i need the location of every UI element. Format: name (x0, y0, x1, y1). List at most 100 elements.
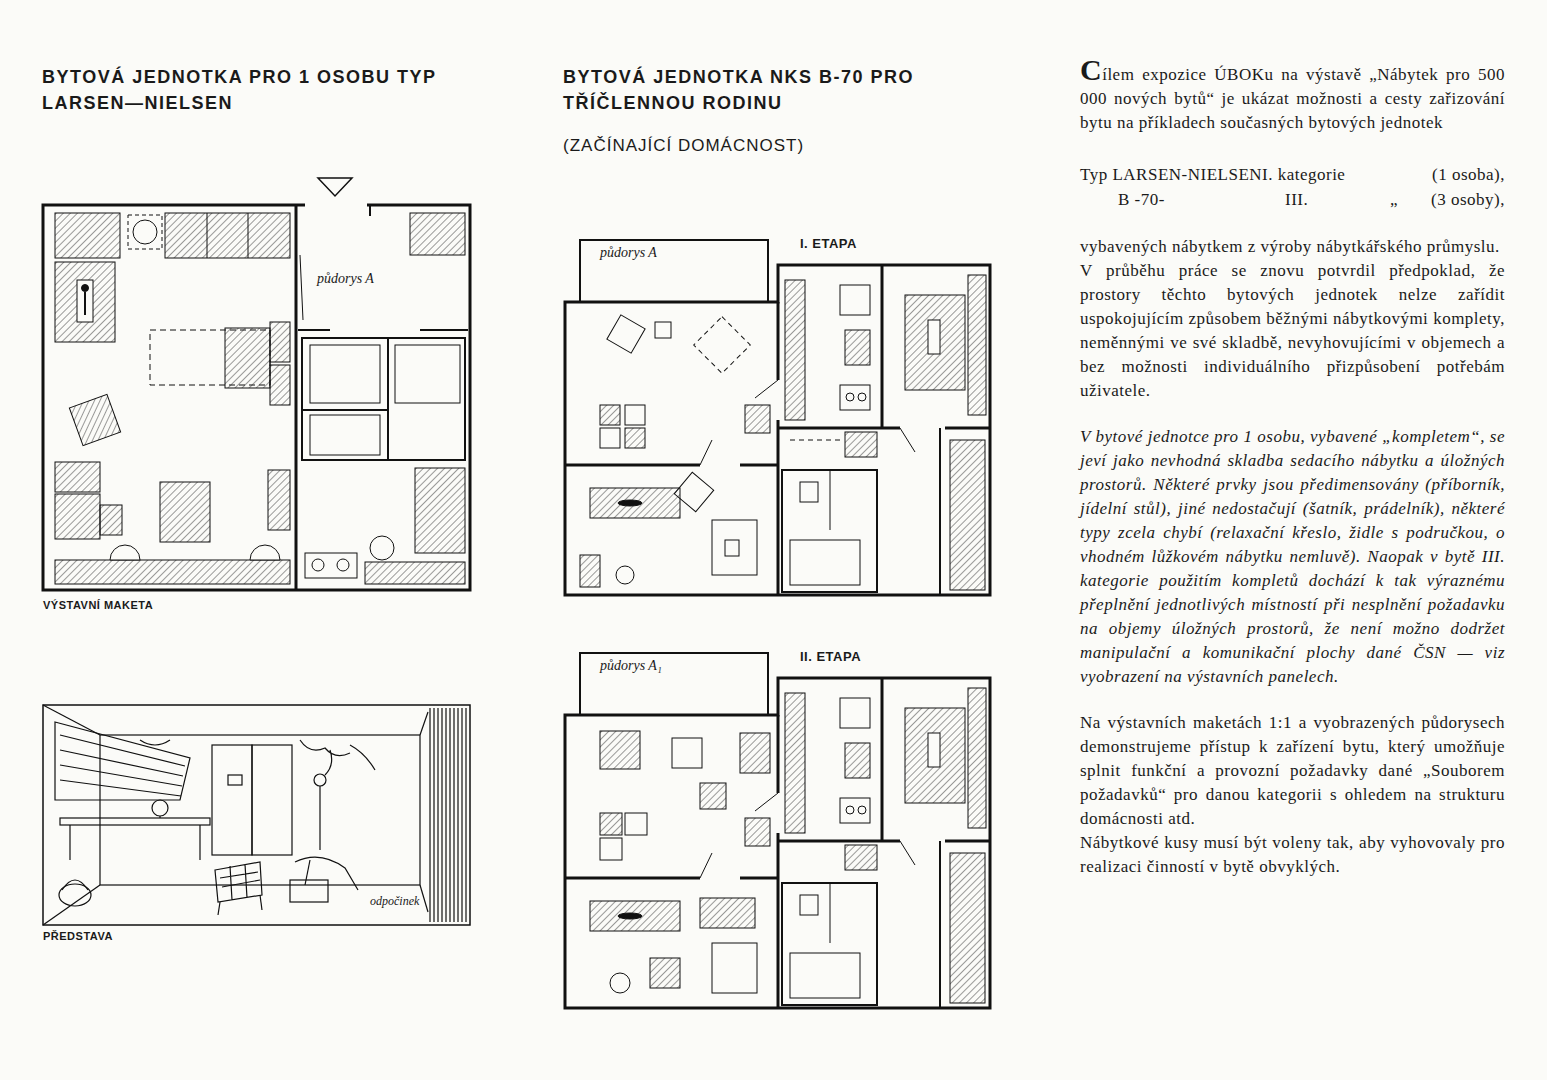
table-cell: „ (1390, 188, 1398, 212)
furniture-drawing-part (785, 280, 805, 420)
table-cell: Typ LARSEN-NIELSEN (1080, 163, 1262, 187)
furniture-drawing-part (600, 731, 640, 769)
room-sketch-part (69, 825, 70, 860)
furniture-drawing-part (846, 806, 854, 814)
floor-plan-drawing-part (387, 338, 389, 460)
floor-plan-drawing-part (82, 285, 89, 292)
floor-plan-drawing-part (270, 365, 290, 405)
plan-label: půdorys A (315, 271, 376, 287)
floor-plan-drawing-part (165, 213, 290, 258)
room-sketch-part (140, 740, 375, 775)
furniture-drawing-part (616, 566, 634, 584)
furniture-drawing-part (905, 708, 965, 803)
floor-plan-drawing-part (268, 470, 290, 530)
section-heading: BYTOVÁ JEDNOTKA PRO 1 OSOBU TYP LARSEN—N… (42, 64, 442, 116)
room-sketch-part (290, 880, 328, 902)
stage-heading: I. ETAPA (800, 236, 857, 251)
room-sketch-part (60, 735, 185, 796)
floor-plan: I. ETAPA půdorys A (565, 228, 1000, 598)
sketch-label: odpočinek (368, 894, 421, 909)
room-sketch-part (212, 745, 252, 855)
furniture-drawing-part (700, 783, 726, 809)
room-sketch-part (305, 860, 310, 885)
italic-paragraph: V bytové jednotce pro 1 osobu, vybavené … (1080, 425, 1505, 689)
furniture-drawing-part (840, 698, 870, 728)
floor-plan-drawing-part (420, 329, 468, 331)
floor-plan-drawing-part (128, 215, 162, 249)
furniture-drawing-part (712, 943, 757, 993)
room-sketch-part (218, 902, 220, 915)
floor-plan-drawing-part (300, 255, 303, 320)
furniture-drawing-part (712, 520, 757, 575)
furniture-drawing (590, 688, 986, 1003)
furniture-drawing-part (600, 405, 620, 425)
furniture-drawing-part (694, 317, 751, 374)
floor-plan-drawing-part (298, 329, 330, 331)
figure-caption: PŘEDSTAVA (43, 930, 113, 942)
paragraph-group: vybavených nábytkem z výroby nábytkářské… (1080, 235, 1505, 879)
furniture-drawing-part (600, 838, 622, 860)
floor-plan-drawing-part (207, 213, 208, 258)
table-cell: (3 osoby), (1431, 188, 1505, 212)
floor-plan-drawing-part (369, 205, 371, 216)
furniture-drawing-part (840, 385, 870, 410)
floor-plan-drawing-part (305, 553, 357, 578)
furniture-drawing-part (618, 500, 642, 506)
room-sketch-part (62, 880, 88, 890)
room-sketch-part (228, 775, 242, 785)
floor-plan-drawing-part (43, 205, 470, 590)
room-sketch-part (314, 774, 326, 786)
floor-plan-drawing-part (295, 205, 298, 590)
room-sketch-part (420, 712, 428, 735)
floor-plan-drawing-part (310, 415, 380, 455)
furniture-drawing-part (785, 693, 805, 833)
furniture-drawing-part (840, 285, 870, 315)
floor-plan-drawing-part (270, 322, 290, 362)
floor-plan-drawing-part (55, 462, 100, 492)
floor-plan: půdorys A VÝSTAVNÍ MAKETA (43, 205, 470, 617)
floor-plan-drawing-part (310, 345, 380, 403)
category-table: Typ LARSEN-NIELSENI. kategorie(1 osoba),… (1080, 163, 1505, 213)
floor-plan-drawing-part (410, 213, 465, 255)
floor-plan-drawing-part (370, 536, 394, 560)
floor-plan-drawing-part (395, 345, 460, 403)
furniture-drawing-part (928, 733, 940, 767)
furniture-drawing-part (700, 898, 755, 928)
room-sketch-part (199, 825, 200, 860)
plan-label: půdorys A₁ (598, 658, 664, 674)
illustration-part (565, 653, 990, 1008)
furniture-drawing-part (674, 472, 713, 511)
figure-caption: VÝSTAVNÍ MAKETA (43, 599, 153, 611)
furniture-drawing-part (745, 405, 770, 433)
room-sketch (43, 705, 470, 925)
floor-plan-drawing-part (100, 505, 122, 535)
furniture-drawing-part (607, 315, 645, 353)
floor-plan-drawing-part (337, 559, 349, 571)
illustration-part (565, 240, 990, 595)
floor-plan-drawing-part (415, 468, 465, 553)
plan-label: půdorys A (598, 245, 659, 261)
floor-plan-drawing-part (302, 409, 388, 411)
floor-plan-drawing-part (77, 280, 93, 322)
body-paragraph: V průběhu práce se znovu potvrdil předpo… (1080, 259, 1505, 403)
furniture-drawing-part (858, 393, 866, 401)
furniture-drawing-part (600, 428, 620, 448)
furniture-drawing-part (845, 432, 877, 457)
furniture-drawing-part (858, 806, 866, 814)
furniture-drawing-part (846, 393, 854, 401)
section-subheading: (ZAČÍNAJÍCÍ DOMÁCNOST) (563, 136, 804, 156)
room-sketch-part (252, 745, 292, 855)
body-paragraph: vybavených nábytkem z výroby nábytkářské… (1080, 235, 1505, 259)
body-paragraph: Nábytkové kusy musí být voleny tak, aby … (1080, 831, 1505, 879)
furniture-drawing (580, 275, 986, 590)
room-sketch-part (295, 857, 358, 890)
furniture-drawing-part (625, 405, 645, 425)
floor-plan-drawing-part (69, 394, 120, 445)
floor-plan-drawing-part (55, 213, 120, 258)
room-sketch-part (43, 705, 100, 735)
furniture-drawing-part (618, 913, 642, 919)
table-cell: III. (1285, 188, 1308, 212)
furniture-drawing-part (655, 322, 671, 338)
section-heading: BYTOVÁ JEDNOTKA NKS B-70 PRO TŘÍČLENNOU … (563, 64, 923, 116)
furniture-drawing-part (845, 330, 870, 365)
